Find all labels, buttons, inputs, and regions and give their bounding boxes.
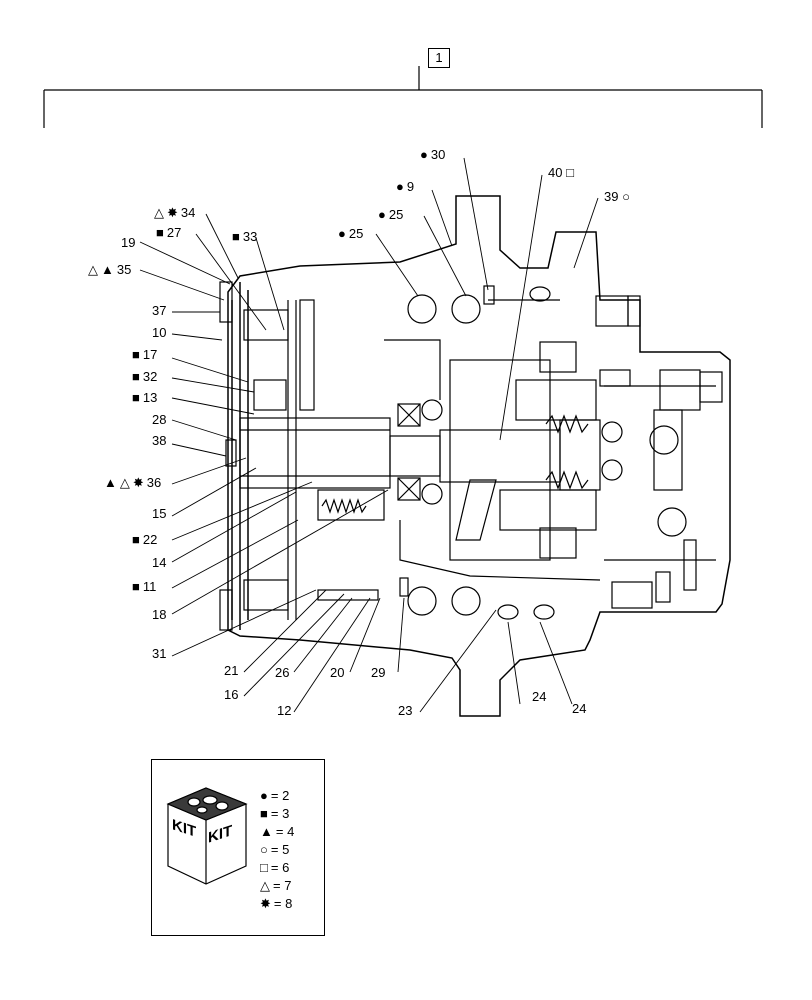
callout-14: 14 <box>152 555 167 570</box>
filled-square-icon: ■ <box>232 229 240 244</box>
legend-row-3: ■= 3 <box>260 806 290 821</box>
callout-20: 20 <box>330 665 345 680</box>
callout-12: 12 <box>277 703 292 718</box>
open-circle-icon: ○ <box>260 842 268 857</box>
callout-21: 21 <box>224 663 239 678</box>
filled-square-icon: ■ <box>260 806 268 821</box>
callout-17: ■17 <box>132 347 158 362</box>
callout-40: 40 □ <box>548 165 574 180</box>
filled-circle-icon: ● <box>260 788 268 803</box>
callout-15: 15 <box>152 506 167 521</box>
callout-33: ■33 <box>232 229 258 244</box>
filled-square-icon: ■ <box>132 369 140 384</box>
assembly-reference-box: 1 <box>428 48 450 68</box>
callout-38: 38 <box>152 433 167 448</box>
open-triangle-icon: △ <box>119 475 130 490</box>
filled-circle-icon: ● <box>378 207 386 222</box>
kit-box-icon <box>166 787 248 885</box>
filled-square-icon: ■ <box>132 532 140 547</box>
end-cap <box>219 281 289 631</box>
kit-legend-box: KIT KIT ●= 2 ■= 3 ▲= 4 ○= 5 □= 6 △= 7 ✸=… <box>151 759 325 936</box>
open-triangle-icon: △ <box>154 205 164 220</box>
legend-row-4: ▲= 4 <box>260 824 295 839</box>
assembly-bracket <box>43 66 763 128</box>
callout-19: 19 <box>121 235 136 250</box>
callout-34: △✸34 <box>154 205 196 220</box>
callout-13: ■13 <box>132 390 158 405</box>
filled-square-icon: ■ <box>132 390 140 405</box>
open-square-icon: □ <box>260 860 268 875</box>
legend-row-7: △= 7 <box>260 878 292 893</box>
filled-square-icon: ■ <box>132 579 140 594</box>
callout-24-right: 24 <box>572 701 587 716</box>
callout-35: △▲35 <box>88 262 132 277</box>
filled-square-icon: ■ <box>132 347 140 362</box>
legend-row-5: ○= 5 <box>260 842 290 857</box>
legend-row-2: ●= 2 <box>260 788 290 803</box>
callout-25-lower: ●25 <box>338 226 364 241</box>
callout-24-left: 24 <box>532 689 547 704</box>
filled-triangle-icon: ▲ <box>260 824 273 839</box>
open-triangle-icon: △ <box>88 262 98 277</box>
open-square-icon: □ <box>566 165 574 180</box>
bearings <box>397 294 623 616</box>
callout-26: 26 <box>275 665 290 680</box>
leader-lines <box>139 157 599 713</box>
callout-16: 16 <box>224 687 239 702</box>
main-shaft <box>239 417 601 491</box>
callout-25-upper: ●25 <box>378 207 404 222</box>
callout-11: ■11 <box>132 579 157 594</box>
callout-22: ■22 <box>132 532 158 547</box>
star-icon: ✸ <box>167 205 178 220</box>
hydraulic-section <box>384 295 723 609</box>
open-triangle-icon: △ <box>260 878 270 893</box>
callout-36: ▲△✸36 <box>104 475 162 490</box>
callout-39: 39 ○ <box>604 189 630 204</box>
callout-27: ■27 <box>156 225 182 240</box>
filled-triangle-icon: ▲ <box>104 475 117 490</box>
housing-outline <box>227 195 731 717</box>
callout-28: 28 <box>152 412 167 427</box>
filled-circle-icon: ● <box>420 147 428 162</box>
filled-circle-icon: ● <box>338 226 346 241</box>
callout-32: ■32 <box>132 369 158 384</box>
legend-row-6: □= 6 <box>260 860 290 875</box>
callout-37: 37 <box>152 303 167 318</box>
star-icon: ✸ <box>132 475 144 490</box>
callout-31: 31 <box>152 646 167 661</box>
callout-29: 29 <box>371 665 386 680</box>
filled-circle-icon: ● <box>396 179 404 194</box>
callout-18: 18 <box>152 607 167 622</box>
legend-row-8: ✸= 8 <box>260 896 293 911</box>
filled-triangle-icon: ▲ <box>101 262 114 277</box>
open-circle-icon: ○ <box>622 189 630 204</box>
callout-10: 10 <box>152 325 167 340</box>
star-icon: ✸ <box>260 896 271 911</box>
filled-square-icon: ■ <box>156 225 164 240</box>
callout-9: ●9 <box>396 179 415 194</box>
callout-23: 23 <box>398 703 413 718</box>
callout-30: ●30 <box>420 147 446 162</box>
seals <box>399 285 560 620</box>
springs <box>321 414 589 514</box>
ring-gear <box>287 299 385 620</box>
